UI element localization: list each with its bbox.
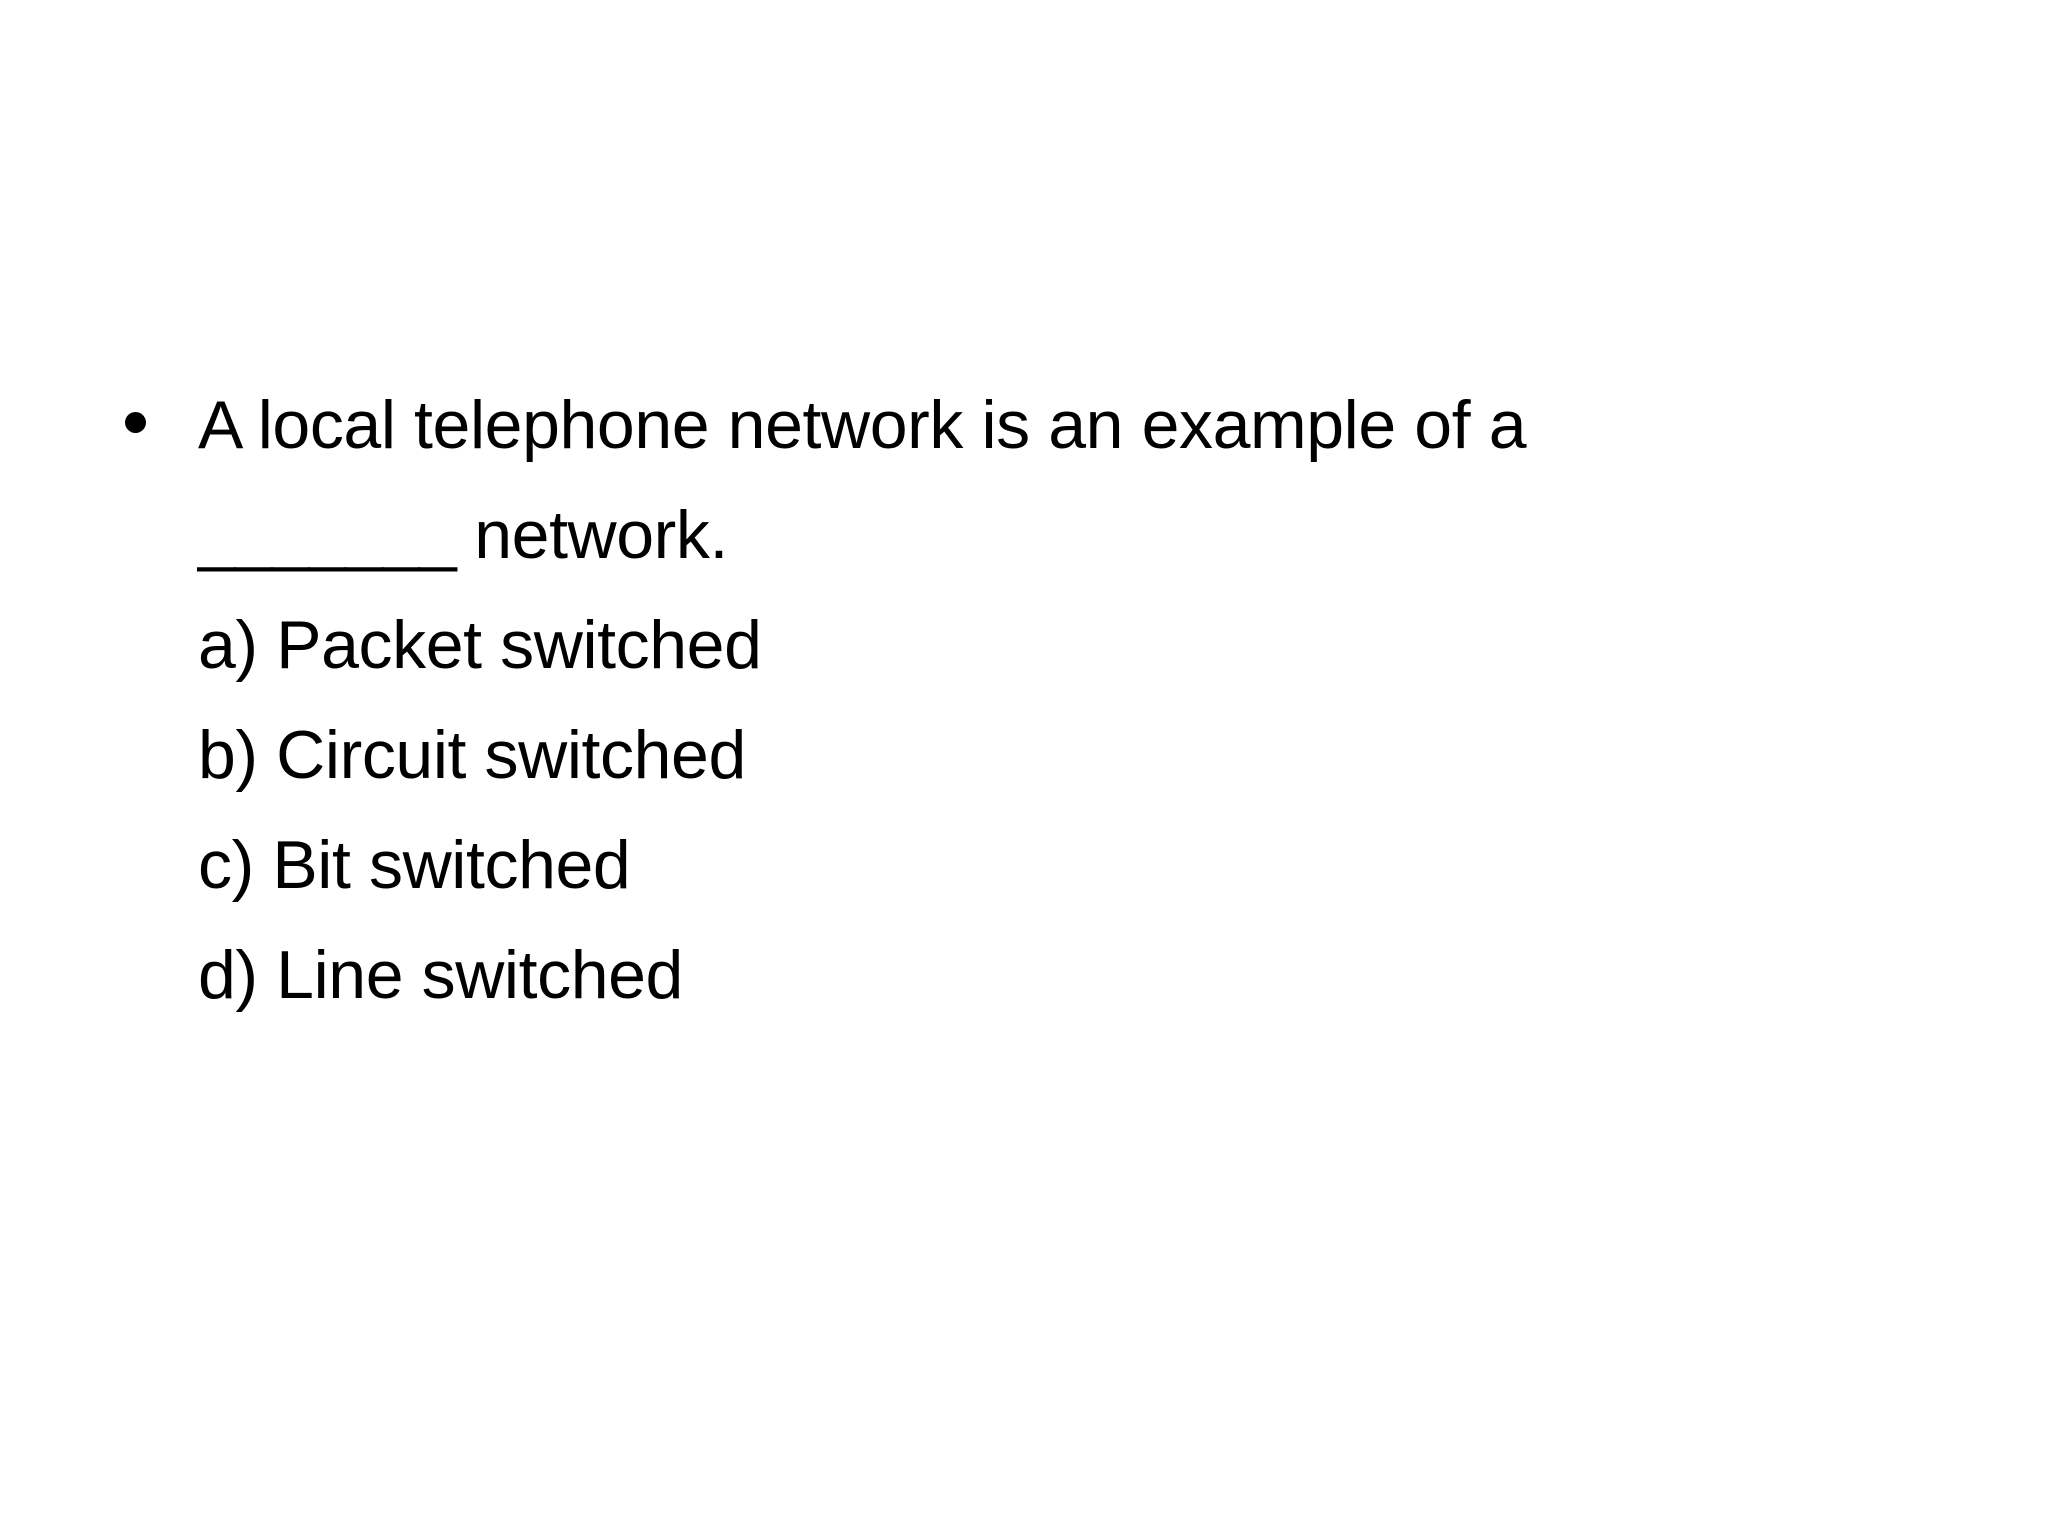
- answer-options-list: a) Packet switched b) Circuit switched c…: [198, 590, 2048, 1030]
- answer-blank: _______: [198, 497, 457, 573]
- answer-option-d[interactable]: d) Line switched: [198, 937, 683, 1013]
- question-text-line-2: _______ network.: [198, 480, 2048, 590]
- answer-option-c[interactable]: c) Bit switched: [198, 827, 631, 903]
- answer-option-b[interactable]: b) Circuit switched: [198, 717, 746, 793]
- bullet-dot-icon: [125, 412, 146, 433]
- question-text-line-1: A local telephone network is an example …: [198, 387, 1527, 463]
- bullet-list-item: A local telephone network is an example …: [0, 370, 2048, 1030]
- answer-option-a[interactable]: a) Packet switched: [198, 607, 762, 683]
- question-text-suffix: network.: [455, 497, 729, 573]
- content-placeholder: A local telephone network is an example …: [0, 370, 2048, 1030]
